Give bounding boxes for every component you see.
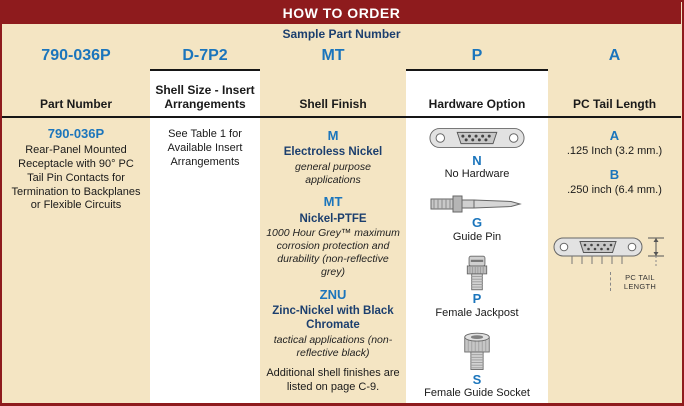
guide-pin-image	[429, 192, 525, 216]
sample-code-part-number: 790-036P	[41, 47, 111, 64]
pc-tail-connector-image	[552, 232, 678, 272]
shell-finish-column: M Electroless Nickel general purpose app…	[260, 118, 406, 403]
pc-tail-option-name: .125 Inch (3.2 mm.)	[566, 145, 663, 158]
hardware-option-name: No Hardware	[444, 168, 510, 181]
shell-finish-note: Additional shell finishes are listed on …	[266, 367, 400, 394]
hardware-option-name: Female Guide Socket	[424, 386, 530, 399]
column-header-shell-size: Shell Size - Insert Arrangements	[150, 69, 260, 118]
page-title: HOW TO ORDER	[2, 2, 681, 24]
hardware-option-code: S	[472, 371, 482, 387]
shell-finish-option-desc: 1000 Hour Grey™ maximum corrosion protec…	[266, 226, 400, 279]
shell-finish-option-name: Nickel-PTFE	[299, 212, 367, 225]
shell-size-column: See Table 1 for Available Insert Arrange…	[150, 118, 260, 403]
column-header-shell-finish: Shell Finish	[260, 69, 406, 118]
shell-finish-option-code: ZNU	[319, 286, 347, 302]
column-header-part-number: Part Number	[2, 69, 150, 118]
female-guide-socket-image	[460, 331, 494, 373]
shell-finish-option: ZNU Zinc-Nickel with Black Chromate tact…	[266, 287, 400, 360]
female-jackpost-image	[462, 254, 492, 292]
shell-finish-option-desc: tactical applications (non-reflective bl…	[273, 333, 393, 359]
hardware-option-code: P	[472, 291, 482, 307]
shell-finish-option: M Electroless Nickel general purpose app…	[266, 128, 400, 187]
sample-part-number-label: Sample Part Number	[282, 26, 401, 41]
hardware-option-name: Female Jackpost	[435, 306, 519, 319]
shell-finish-option-name: Zinc-Nickel with Black Chromate	[272, 305, 394, 332]
hardware-option-code: G	[471, 215, 483, 231]
hardware-option-column: N No Hardware G Guide Pin	[406, 118, 548, 403]
shell-finish-option-code: M	[327, 128, 339, 143]
shell-finish-option: MT Nickel-PTFE 1000 Hour Grey™ maximum c…	[266, 194, 400, 279]
shell-finish-option-code: MT	[323, 194, 343, 210]
shell-finish-option-desc: general purpose applications	[295, 160, 371, 186]
hardware-option: P Female Jackpost	[435, 254, 519, 319]
pc-tail-option-name: .250 inch (6.4 mm.)	[567, 184, 662, 197]
pc-tail-diagram-label: PC TAIL LENGTH	[609, 272, 668, 291]
part-number-column: 790-036P Rear-Panel Mounted Receptacle w…	[2, 118, 150, 403]
pc-tail-length-column: A .125 Inch (3.2 mm.) B .250 inch (6.4 m…	[548, 118, 681, 403]
dsub-connector-image	[425, 122, 529, 154]
column-header-hardware: Hardware Option	[406, 69, 548, 118]
shell-size-note: See Table 1 for Available Insert Arrange…	[167, 128, 243, 168]
pc-tail-option-code: B	[609, 167, 620, 182]
sample-code-shell-finish: MT	[321, 47, 345, 64]
sample-code-shell-size: D-7P2	[182, 47, 228, 64]
part-number-code: 790-036P	[47, 126, 105, 141]
hardware-option: N No Hardware	[425, 122, 529, 180]
pc-tail-diagram-label-line1: PC TAIL	[625, 273, 655, 282]
sample-code-pc-tail: A	[608, 47, 621, 64]
column-header-pc-tail: PC Tail Length	[548, 69, 681, 118]
hardware-option: S Female Guide Socket	[424, 331, 530, 399]
part-number-description: Rear-Panel Mounted Receptacle with 90° P…	[11, 144, 141, 212]
shell-finish-option-name: Electroless Nickel	[283, 146, 383, 159]
hardware-option: G Guide Pin	[429, 192, 525, 243]
sample-code-hardware: P	[471, 47, 483, 64]
hardware-option-name: Guide Pin	[452, 230, 502, 243]
pc-tail-option: A .125 Inch (3.2 mm.)	[567, 128, 662, 159]
hardware-option-code: N	[472, 153, 482, 168]
pc-tail-option: B .250 inch (6.4 mm.)	[567, 167, 662, 198]
pc-tail-option-code: A	[609, 128, 620, 143]
pc-tail-diagram-label-line2: LENGTH	[623, 282, 657, 291]
pc-tail-diagram: PC TAIL LENGTH	[552, 232, 678, 291]
